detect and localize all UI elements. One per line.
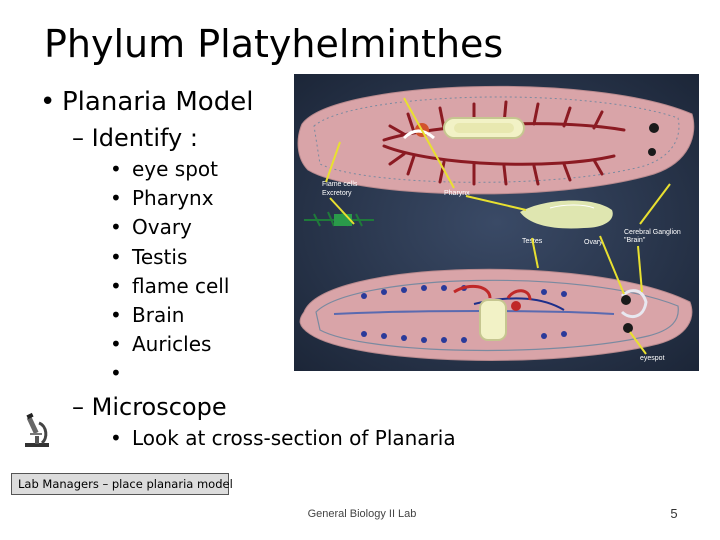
slide-title: Phylum Platyhelminthes [44,22,504,66]
list-item: •Ovary [110,215,192,240]
subbullet-microscope-text: Microscope [91,393,227,421]
microscope-icon [25,412,49,447]
identify-list: •eye spot •Pharynx •Ovary •Testis •flame… [110,155,229,389]
bullet-planaria-model-text: Planaria Model [62,87,254,117]
subbullet-identify: – Identify : [72,124,198,152]
list-item: •Brain [110,303,185,328]
microscope-list-item: •Look at cross-section of Planaria [110,426,456,450]
list-item: •eye spot [110,157,218,181]
label-eyespot: eyespot [640,355,665,362]
list-item: •flame cell [110,273,230,298]
list-item: •Testis [110,244,188,269]
list-item: • [110,361,122,386]
subbullet-microscope: – Microscope [72,393,227,421]
label-flame-cells: Flame cells [322,181,358,188]
list-item: •Pharynx [110,186,214,211]
lab-manager-note: Lab Managers – place planaria model [11,473,233,495]
label-cerebral-ganglion: Cerebral Ganglion [624,229,681,236]
list-item: •Auricles [110,332,212,357]
planaria-model-photo: Flame cells Excretory Pharynx Testes Ova… [294,74,699,371]
label-pharynx: Pharynx [444,190,470,197]
label-brain: "Brain" [624,237,646,244]
label-ovary: Ovary [584,239,603,246]
slide-footer: General Biology II Lab [307,508,417,520]
microscope-list-item-text: Look at cross-section of Planaria [132,426,456,450]
subbullet-identify-text: Identify : [91,124,198,152]
label-excretory: Excretory [322,190,352,197]
bullet-planaria-model: •Planaria Model [40,87,254,117]
page-number: 5 [670,506,678,521]
